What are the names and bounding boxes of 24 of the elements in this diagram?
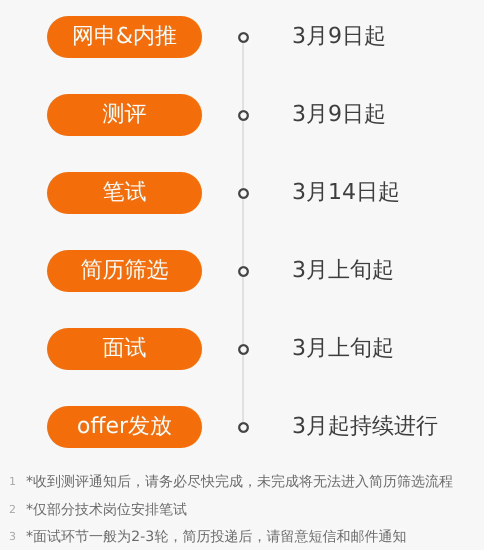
footnote-text: *面试环节一般为2-3轮，简历投递后，请留意短信和邮件通知	[26, 528, 406, 546]
stage-pill	[47, 250, 202, 292]
stage-pill	[47, 328, 202, 370]
stage-name: 笔试	[102, 182, 146, 204]
stage-name: 测评	[102, 104, 146, 126]
footnote-number: 1	[9, 474, 16, 490]
start-date: 3月9日起	[292, 102, 386, 128]
stage-name: 简历筛选	[80, 260, 168, 282]
footnote-text: *仅部分技术岗位安排笔试	[26, 500, 188, 518]
stage-pill	[47, 16, 202, 58]
stage-pill	[47, 172, 202, 214]
start-date: 3月14日起	[292, 180, 400, 206]
start-date: 3月上旬起	[292, 258, 394, 284]
stage-name: 面试	[102, 338, 146, 360]
stage-pill	[47, 406, 202, 448]
stage-name: 网申&内推	[72, 26, 178, 48]
footnote-number: 3	[9, 529, 16, 545]
start-date: 3月9日起	[292, 24, 386, 50]
stage-name: offer发放	[76, 416, 172, 438]
start-date: 3月上旬起	[292, 336, 394, 362]
stage-pill	[47, 94, 202, 136]
footnote-number: 2	[9, 502, 16, 518]
start-date: 3月起持续进行	[292, 414, 438, 440]
footnote-text: *收到测评通知后，请务必尽快完成，未完成将无法进入简历筛选流程	[26, 473, 454, 491]
